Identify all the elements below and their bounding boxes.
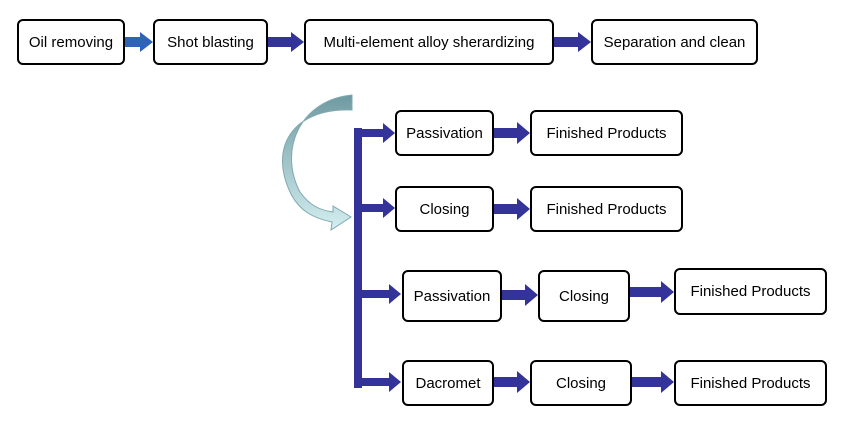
arrow-b4-dacromet-to-closing (494, 371, 530, 393)
branch-bus (354, 128, 362, 388)
branch3-closing: Closing (538, 270, 630, 322)
step-sherardizing: Multi-element alloy sherardizing (304, 19, 554, 65)
arrow-bus-to-branch-3 (358, 284, 401, 304)
arrow-shot-to-sherardizing (268, 32, 304, 52)
step-separation-and-clean: Separation and clean (591, 19, 758, 65)
branch2-closing: Closing (395, 186, 494, 232)
arrow-b1-passivation-to-finished (494, 122, 530, 144)
arrow-bus-to-branch-2 (358, 198, 395, 218)
arrow-b3-closing-to-finished (630, 281, 674, 303)
branch4-dacromet: Dacromet (402, 360, 494, 406)
branch2-finished-products: Finished Products (530, 186, 683, 232)
step-oil-removing: Oil removing (17, 19, 125, 65)
branch4-finished-products: Finished Products (674, 360, 827, 406)
arrow-bus-to-branch-1 (358, 123, 395, 143)
arrow-oil-to-shot (125, 32, 153, 52)
arrow-bus-to-branch-4 (358, 372, 401, 392)
branch4-closing: Closing (530, 360, 632, 406)
branch3-passivation: Passivation (402, 270, 502, 322)
branch1-finished-products: Finished Products (530, 110, 683, 156)
branch1-passivation: Passivation (395, 110, 494, 156)
arrow-b2-closing-to-finished (494, 198, 530, 220)
curved-arrow (282, 94, 353, 232)
branch3-finished-products: Finished Products (674, 268, 827, 315)
arrow-b4-closing-to-finished (632, 371, 674, 393)
step-shot-blasting: Shot blasting (153, 19, 268, 65)
arrow-b3-passivation-to-closing (502, 284, 538, 306)
arrow-sherardizing-to-separation (554, 32, 591, 52)
